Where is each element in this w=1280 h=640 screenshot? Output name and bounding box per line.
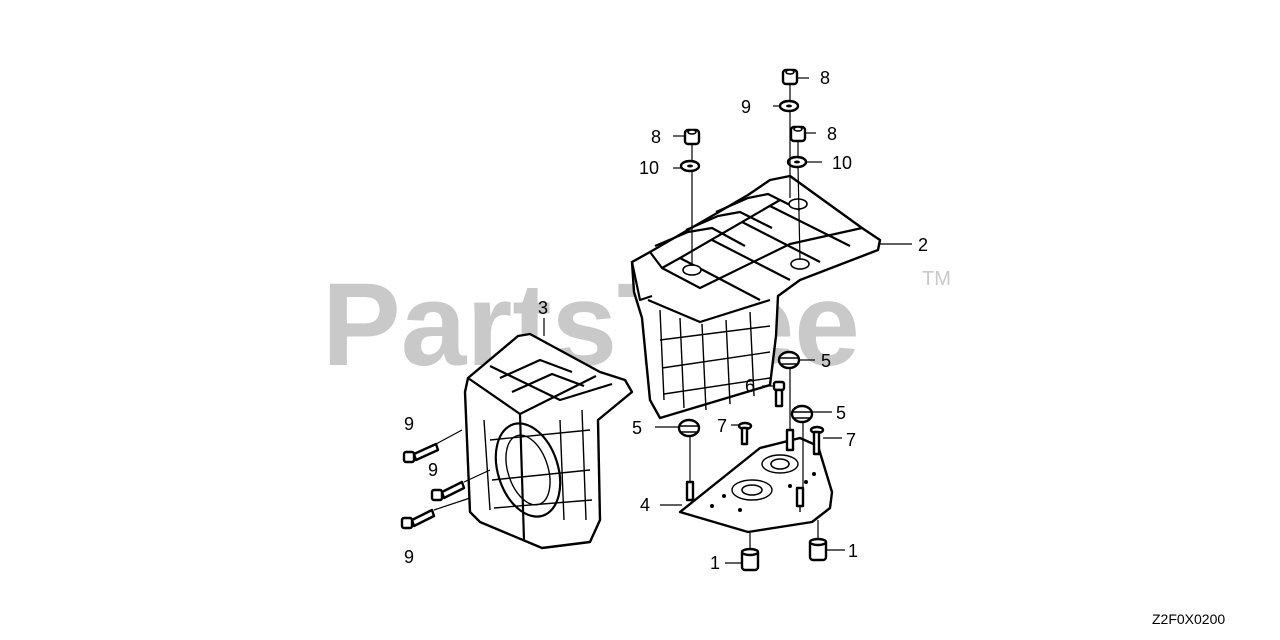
part-5-damper-c[interactable]	[790, 404, 814, 424]
callout-3[interactable]: 3	[538, 298, 548, 318]
callout-8[interactable]: 8	[827, 124, 837, 144]
part-9-bolt-a[interactable]	[402, 442, 440, 464]
callout-1[interactable]: 1	[710, 553, 720, 573]
leader-lines	[433, 77, 912, 564]
callout-8[interactable]: 8	[820, 68, 830, 88]
part-10-washer-c[interactable]	[786, 155, 808, 169]
part-6-bolt[interactable]	[772, 380, 786, 408]
part-1-mount-a[interactable]	[740, 547, 760, 572]
callout-7[interactable]: 7	[717, 416, 727, 436]
callout-10[interactable]: 10	[832, 153, 852, 173]
part-8-nut-a[interactable]	[683, 128, 701, 146]
callout-9[interactable]: 9	[404, 414, 414, 434]
part-5-damper-b[interactable]	[777, 350, 801, 370]
callout-5[interactable]: 5	[821, 351, 831, 371]
callout-8[interactable]: 8	[651, 127, 661, 147]
watermark-trademark: TM	[922, 268, 951, 290]
part-7-screw-b[interactable]	[809, 425, 825, 456]
part-2-frame[interactable]	[630, 174, 882, 420]
part-4-plate[interactable]	[678, 436, 834, 534]
part-9-bolt-c[interactable]	[400, 508, 436, 530]
part-7-screw-a[interactable]	[737, 421, 753, 446]
callout-9[interactable]: 9	[404, 547, 414, 567]
diagram-code: Z2F0X0200	[1152, 611, 1225, 627]
callout-5[interactable]: 5	[836, 403, 846, 423]
callout-10[interactable]: 9	[741, 97, 751, 117]
callout-4[interactable]: 4	[640, 495, 650, 515]
callout-2[interactable]: 2	[918, 235, 928, 255]
callout-10[interactable]: 10	[639, 158, 659, 178]
part-8-nut-c[interactable]	[789, 125, 807, 143]
callout-6[interactable]: 6	[745, 376, 755, 396]
part-9-bolt-b[interactable]	[430, 480, 466, 502]
callout-5[interactable]: 5	[632, 418, 642, 438]
part-5-damper-a[interactable]	[677, 418, 701, 438]
callout-7[interactable]: 7	[846, 430, 856, 450]
callout-1[interactable]: 1	[848, 541, 858, 561]
callout-labels: 8 9 8 8 10 10 2 3 5 6 5 9 5 7 7 9 4 1 9 …	[404, 68, 928, 573]
part-1-mount-b[interactable]	[808, 537, 828, 562]
callout-9[interactable]: 9	[428, 460, 438, 480]
part-3-bracket[interactable]	[463, 332, 634, 550]
part-8-nut-b[interactable]	[781, 68, 799, 86]
part-10-washer-b[interactable]	[778, 99, 800, 113]
part-10-washer-a[interactable]	[679, 159, 701, 173]
